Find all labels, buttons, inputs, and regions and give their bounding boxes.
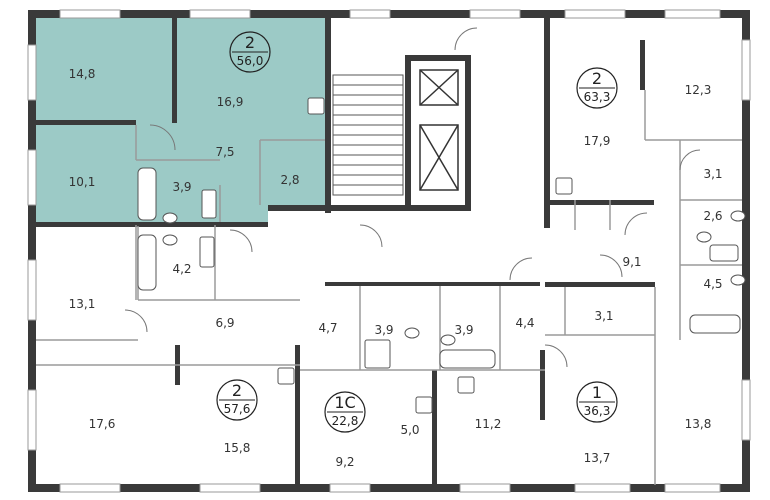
- room-area: 5,0: [400, 423, 419, 437]
- room-area: 3,9: [454, 323, 473, 337]
- apartment-badge-studio[interactable]: 1С 22,8: [324, 391, 366, 433]
- room-area: 6,9: [215, 316, 234, 330]
- apartment-area: 56,0: [237, 54, 264, 68]
- room-area: 9,2: [335, 455, 354, 469]
- room-area: 17,9: [584, 134, 611, 148]
- highlighted-apartment[interactable]: [36, 18, 325, 222]
- interior-walls: [36, 18, 655, 485]
- room-area: 7,5: [215, 145, 234, 159]
- room-area: 4,4: [515, 316, 534, 330]
- apartment-rooms: 2: [245, 33, 255, 52]
- room-area: 16,9: [217, 95, 244, 109]
- apartment-badge-bottom-right[interactable]: 1 36,3: [576, 381, 618, 423]
- apartment-badge-top-left[interactable]: 2 56,0: [229, 31, 271, 73]
- room-area: 17,6: [89, 417, 116, 431]
- room-area: 13,8: [685, 417, 712, 431]
- room-area: 4,5: [703, 277, 722, 291]
- windows: [27, 9, 751, 493]
- apartment-badge-bottom-left[interactable]: 2 57,6: [216, 379, 258, 421]
- room-area: 3,1: [703, 167, 722, 181]
- room-area: 9,1: [622, 255, 641, 269]
- elevators: [419, 69, 459, 191]
- apartment-area: 57,6: [224, 402, 251, 416]
- room-area: 11,2: [475, 417, 502, 431]
- room-area: 3,1: [594, 309, 613, 323]
- room-labels: 14,8 16,9 10,1 7,5 3,9 2,8 17,9 12,3 3,1…: [69, 67, 723, 469]
- apartment-area: 36,3: [584, 404, 611, 418]
- room-area: 2,8: [280, 173, 299, 187]
- apartment-rooms: 1С: [334, 393, 355, 412]
- room-area: 3,9: [374, 323, 393, 337]
- stairs: [332, 74, 404, 196]
- partitions: [36, 90, 742, 485]
- fixtures: [137, 97, 746, 414]
- room-area: 2,6: [703, 209, 722, 223]
- apartment-badge-top-right[interactable]: 2 63,3: [576, 67, 618, 109]
- apartment-area: 22,8: [332, 414, 359, 428]
- apartment-rooms: 2: [232, 381, 242, 400]
- room-area: 4,7: [318, 321, 337, 335]
- doors: [124, 27, 701, 368]
- apartment-rooms: 1: [592, 383, 602, 402]
- room-area: 3,9: [172, 180, 191, 194]
- room-area: 4,2: [172, 262, 191, 276]
- room-area: 12,3: [685, 83, 712, 97]
- room-area: 13,7: [584, 451, 611, 465]
- apartment-rooms: 2: [592, 69, 602, 88]
- room-area: 15,8: [224, 441, 251, 455]
- apartment-area: 63,3: [584, 90, 611, 104]
- room-area: 13,1: [69, 297, 96, 311]
- room-area: 10,1: [69, 175, 96, 189]
- room-area: 14,8: [69, 67, 96, 81]
